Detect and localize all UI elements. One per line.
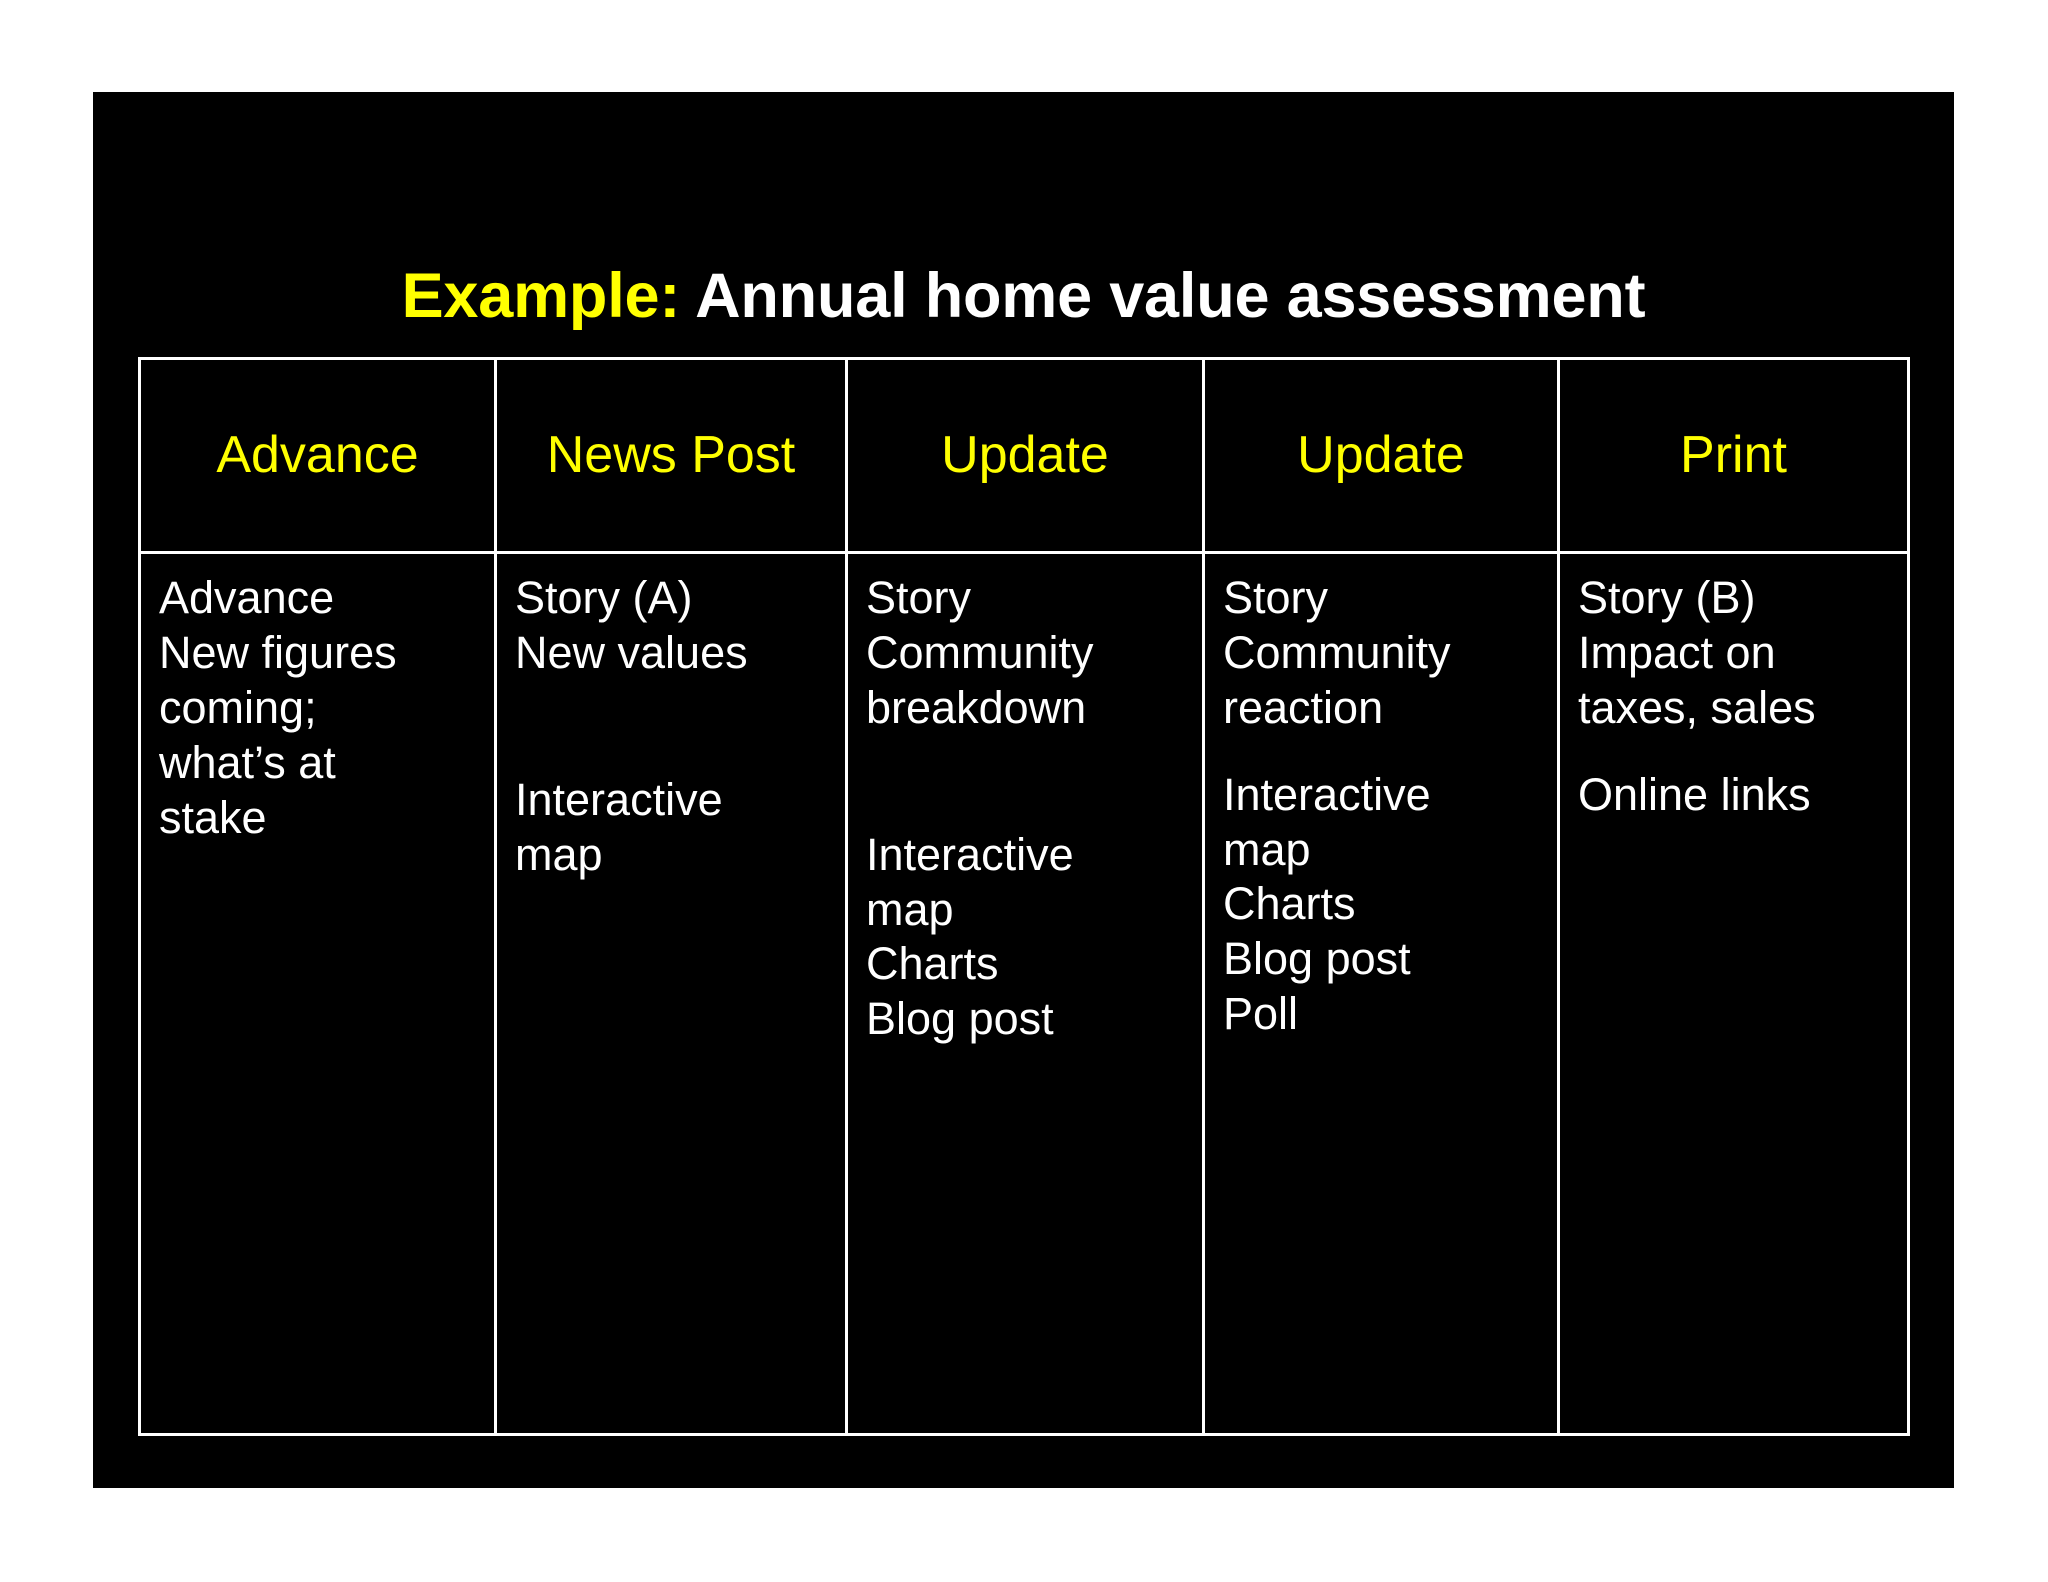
table-header-label: News Post — [546, 426, 796, 485]
cell-line: breakdown — [866, 681, 1087, 733]
cell-line: Story — [866, 572, 972, 623]
table-header-row: Advance News Post Update Update Print — [141, 360, 1907, 554]
cell-line: Story — [1223, 572, 1329, 623]
cell-block: Interactive map Charts Blog post — [866, 828, 1192, 1048]
cell-spacer — [515, 681, 835, 773]
table-header-label: Advance — [216, 426, 419, 485]
table-cell-advance: Advance New figures coming; what’s at st… — [141, 554, 494, 1433]
cell-block: New figures coming; what’s at stake — [159, 626, 484, 846]
cell-line: what’s at — [159, 736, 336, 788]
table-header-label: Print — [1680, 426, 1787, 485]
table-cell-news-post: Story (A) New values Interactive map — [494, 554, 845, 1433]
cell-line: New values — [515, 626, 748, 678]
cell-line: map — [866, 883, 954, 935]
cell-line: stake — [159, 791, 267, 843]
table-body-row: Advance New figures coming; what’s at st… — [141, 554, 1907, 1433]
cell-line: Poll — [1223, 988, 1299, 1040]
cell-line: Blog post — [1223, 933, 1411, 985]
cell-block: Story Community breakdown — [866, 571, 1192, 736]
table-header-cell-update-1: Update — [845, 360, 1202, 551]
cell-line: Interactive — [1223, 768, 1431, 820]
cell-line: Interactive — [866, 828, 1074, 880]
table-header-cell-update-2: Update — [1202, 360, 1557, 551]
cell-line: map — [515, 828, 603, 880]
cell-block: Online links — [1578, 768, 1897, 823]
table-header-label: Update — [1297, 426, 1465, 485]
cell-line: Charts — [1223, 878, 1356, 930]
cell-spacer — [866, 736, 1192, 828]
cell-spacer — [1578, 736, 1897, 768]
table-cell-print: Story (B) Impact on taxes, sales Online … — [1557, 554, 1907, 1433]
cell-block: Interactive map Charts Blog post Poll — [1223, 768, 1547, 1042]
table-header-cell-print: Print — [1557, 360, 1907, 551]
page-title: Example: Annual home value assessment — [93, 261, 1954, 331]
table-cell-update-1: Story Community breakdown Interactive ma… — [845, 554, 1202, 1433]
cell-line: Community — [1223, 626, 1451, 678]
cell-line: coming; — [159, 681, 317, 733]
cell-block: Story (A) New values — [515, 571, 835, 681]
table-header-cell-news-post: News Post — [494, 360, 845, 551]
table-header-cell-advance: Advance — [141, 360, 494, 551]
cell-line: reaction — [1223, 681, 1384, 733]
cell-block: Advance — [159, 571, 484, 626]
cell-line: Advance — [159, 572, 335, 623]
cell-block: Story (B) Impact on taxes, sales — [1578, 571, 1897, 736]
slide-canvas: Example: Annual home value assessment Ad… — [93, 92, 1954, 1488]
cell-line: taxes, sales — [1578, 681, 1816, 733]
page-title-main: Annual home value assessment — [680, 261, 1646, 331]
cell-line: New figures — [159, 626, 397, 678]
cell-line: Story (B) — [1578, 572, 1756, 623]
cell-line: Blog post — [866, 993, 1054, 1045]
cell-spacer — [1223, 736, 1547, 768]
cell-line: Interactive — [515, 773, 723, 825]
table-header-label: Update — [941, 426, 1109, 485]
cell-line: Impact on — [1578, 626, 1776, 678]
cell-line: map — [1223, 823, 1311, 875]
cell-block: Story Community reaction — [1223, 571, 1547, 736]
workflow-matrix-table: Advance News Post Update Update Print Ad… — [138, 357, 1910, 1436]
table-cell-update-2: Story Community reaction Interactive map… — [1202, 554, 1557, 1433]
cell-line: Story (A) — [515, 572, 693, 623]
cell-line: Charts — [866, 938, 999, 990]
cell-line: Community — [866, 626, 1094, 678]
cell-block: Interactive map — [515, 773, 835, 883]
page-title-highlight: Example: — [401, 261, 681, 331]
cell-line: Online links — [1578, 768, 1811, 820]
